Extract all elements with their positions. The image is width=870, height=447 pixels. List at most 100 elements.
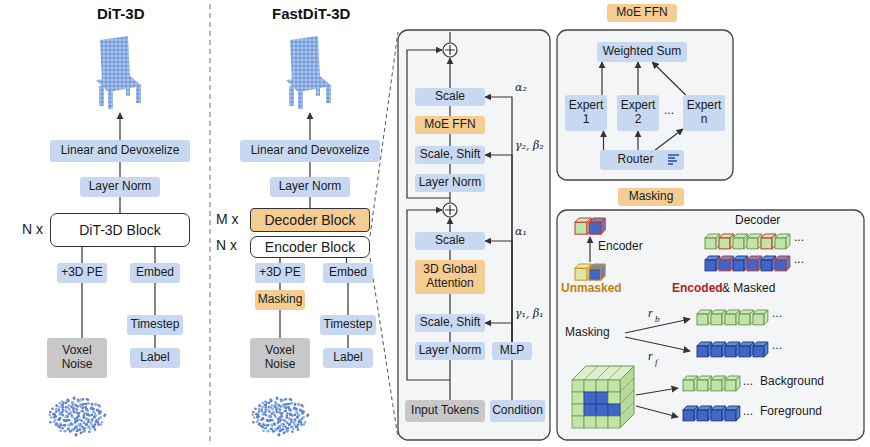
- text-label: f: [655, 358, 658, 368]
- point: [270, 419, 273, 422]
- point: [252, 421, 255, 424]
- point: [73, 411, 76, 414]
- cube: [683, 410, 694, 421]
- chair-voxels: [96, 36, 142, 109]
- node-text: Layer Norm: [279, 180, 342, 194]
- text-label: ...: [772, 339, 782, 352]
- connector: [485, 323, 512, 342]
- point: [93, 426, 96, 429]
- connector: [485, 241, 512, 342]
- node-text: +3D PE: [61, 266, 103, 280]
- cube: [575, 222, 587, 234]
- point: [260, 425, 263, 428]
- point: [61, 410, 64, 413]
- node-text: Expert 2: [620, 99, 656, 127]
- point-cloud: [251, 397, 309, 437]
- point: [68, 408, 71, 411]
- point: [85, 403, 88, 406]
- router-bar: [668, 163, 673, 165]
- text-label: ...: [743, 405, 753, 418]
- point: [50, 416, 53, 419]
- flow-line: [449, 218, 450, 232]
- point: [296, 426, 299, 429]
- point: [290, 418, 293, 421]
- text-label: Background: [760, 375, 824, 388]
- grid-cell: [572, 380, 584, 392]
- point: [272, 430, 275, 433]
- connector: [279, 310, 280, 338]
- point: [97, 404, 100, 407]
- point: [94, 428, 97, 431]
- point: [85, 424, 88, 427]
- flow-line: [449, 32, 450, 43]
- cube: [753, 346, 764, 357]
- point: [79, 399, 82, 402]
- point: [304, 421, 307, 424]
- point: [104, 413, 107, 416]
- node-text: Scale: [435, 234, 465, 248]
- point: [62, 406, 65, 409]
- connector: [485, 97, 512, 342]
- point: [82, 398, 85, 401]
- text-label: b: [655, 315, 660, 325]
- point: [297, 404, 300, 407]
- cube: [725, 314, 736, 325]
- point: [73, 397, 76, 400]
- point: [65, 415, 68, 418]
- node-text: Timestep: [324, 318, 373, 332]
- point: [298, 414, 301, 417]
- connector: [652, 62, 686, 95]
- point: [68, 404, 71, 407]
- voxel-cubes: [572, 218, 790, 428]
- process-box: Scale, Shift: [415, 146, 485, 164]
- process-box: Label: [130, 348, 180, 368]
- point: [288, 403, 291, 406]
- point: [87, 418, 90, 421]
- point: [258, 410, 261, 413]
- process-box: Expert 2: [617, 95, 659, 131]
- point: [67, 399, 70, 402]
- grid-cell: [584, 392, 596, 404]
- cube: [705, 238, 716, 249]
- process-box: Linear and Devoxelize: [50, 140, 190, 162]
- point: [275, 429, 278, 432]
- process-box: Embed: [323, 263, 373, 283]
- connector: [449, 134, 450, 146]
- output-arrow: [309, 113, 310, 140]
- point: [88, 431, 91, 434]
- point: [97, 421, 100, 424]
- point: [91, 403, 94, 406]
- grid-line: [596, 366, 610, 380]
- connector: [449, 294, 450, 314]
- grid-line: [620, 402, 634, 416]
- edge-label: γ₁, β₁: [515, 308, 544, 320]
- point: [101, 421, 104, 424]
- grid-line: [620, 378, 634, 392]
- point: [270, 428, 273, 431]
- text-label: N x: [216, 238, 237, 253]
- point: [97, 423, 100, 426]
- process-box: Layer Norm: [415, 174, 485, 192]
- point: [286, 422, 289, 425]
- point: [255, 413, 258, 416]
- cube: [739, 314, 750, 325]
- point: [76, 430, 79, 433]
- text-label: ...: [772, 307, 782, 320]
- cube: [575, 268, 587, 280]
- node-text: Expert n: [686, 99, 722, 127]
- node-text: MoE FFN: [616, 6, 667, 20]
- point: [276, 397, 279, 400]
- connector: [81, 247, 82, 263]
- point: [258, 423, 261, 426]
- edge-label: γ₂, β₂: [515, 140, 544, 152]
- flow-arrow: [636, 406, 678, 417]
- cube: [711, 346, 722, 357]
- connector: [81, 283, 82, 338]
- point: [98, 412, 101, 415]
- cube: [601, 218, 605, 234]
- point: [264, 427, 267, 430]
- cube: [753, 314, 764, 325]
- cube: [733, 260, 744, 271]
- cube: [711, 314, 722, 325]
- cube: [705, 260, 716, 271]
